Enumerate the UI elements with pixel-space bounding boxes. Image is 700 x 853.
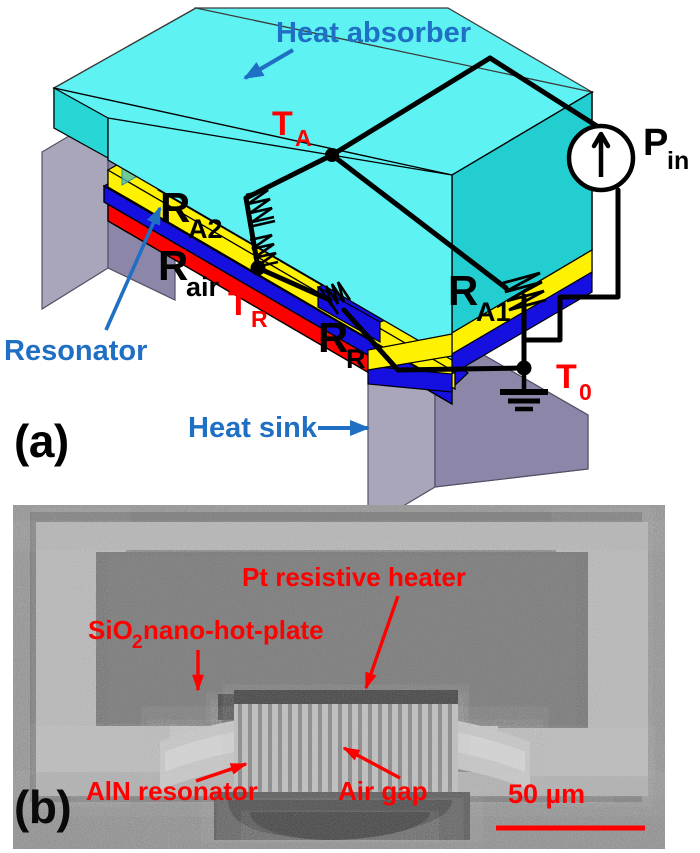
heat-absorber-arrow	[243, 48, 295, 80]
resonator-arrow	[104, 206, 162, 331]
panel-a-schematic: Heat absorber Resonator Heat sink T A T …	[4, 7, 689, 529]
pt-heater-arrow	[364, 595, 400, 690]
scale-bar-label: 50 µm	[508, 779, 585, 809]
annotation-heat-sink: Heat sink	[188, 412, 370, 444]
annotation-heat-absorber: Heat absorber	[243, 17, 471, 80]
label-RA1: R A1	[448, 267, 511, 327]
label-RA2: R A2	[160, 184, 223, 244]
resonator-label: Resonator	[4, 335, 147, 367]
annotation-resonator: Resonator	[4, 206, 162, 367]
TR-sub: R	[251, 306, 268, 332]
hot-plate-label-main: SiO	[88, 615, 133, 645]
Rair-main: R	[158, 242, 188, 289]
node-TR	[250, 260, 266, 276]
Pin-main: P	[643, 122, 668, 164]
RA2-sub: A2	[188, 214, 223, 244]
TA-main: T	[272, 105, 293, 143]
panel-a-label: (a)	[14, 415, 69, 467]
current-source-Pin	[566, 123, 636, 193]
Rair-sub: air	[186, 272, 220, 302]
panel-b-sem: Pt resistive heater SiO 2 nano-hot-plate…	[13, 505, 665, 849]
label-T0: T 0	[556, 358, 592, 405]
aln-resonator-label: AlN resonator	[86, 776, 258, 806]
RA2-main: R	[160, 184, 190, 231]
RR-main: R	[318, 314, 348, 361]
heat-sink-label: Heat sink	[188, 412, 318, 444]
pt-heater-label: Pt resistive heater	[242, 562, 466, 592]
TR-main: T	[228, 285, 249, 323]
RA1-sub: A1	[476, 297, 511, 327]
label-TR: T R	[228, 285, 268, 332]
T0-sub: 0	[579, 379, 592, 405]
resistor-symbol-RA1	[502, 271, 547, 312]
air-gap-label: Air gap	[338, 776, 428, 806]
RR-sub: R	[346, 344, 366, 374]
hot-plate-label-rest: nano-hot-plate	[143, 615, 324, 645]
node-TA	[325, 148, 339, 162]
sem-annotations: Pt resistive heater SiO 2 nano-hot-plate…	[86, 562, 645, 831]
aln-resonator-arrow	[195, 762, 248, 783]
RA1-main: R	[448, 267, 478, 314]
label-Pin: P in	[643, 122, 689, 175]
air-gap-arrow	[342, 746, 401, 780]
T0-main: T	[556, 358, 577, 396]
thermal-circuit-wiring	[243, 55, 621, 373]
label-Rair: R air	[158, 242, 220, 302]
heat-absorber-label: Heat absorber	[276, 17, 471, 49]
label-TA: T A	[272, 105, 312, 151]
Pin-sub: in	[667, 147, 689, 175]
hot-plate-label-sub: 2	[132, 632, 143, 653]
ground-symbol	[500, 368, 548, 412]
label-RR: R R	[318, 314, 366, 374]
TA-sub: A	[295, 125, 312, 151]
panel-b-label: (b)	[14, 781, 72, 833]
